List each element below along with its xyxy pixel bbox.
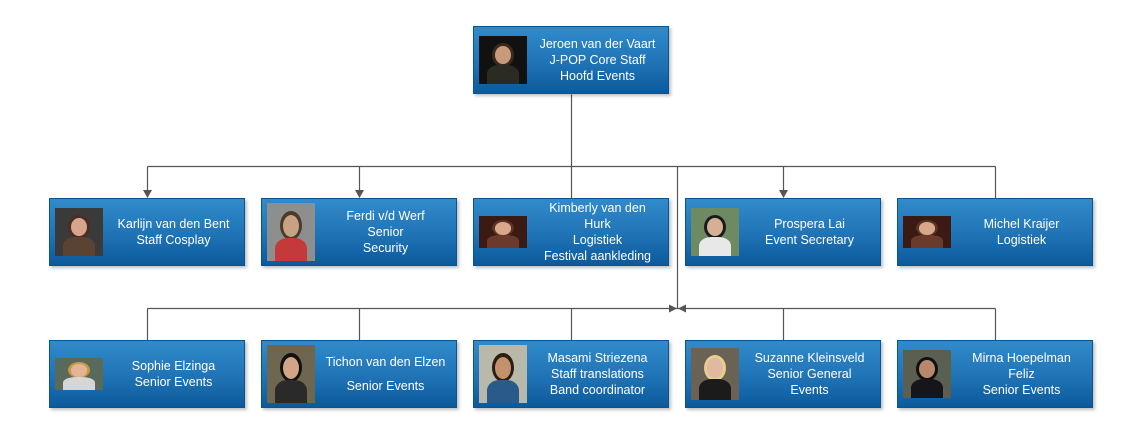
person-role-line: Senior Events (982, 383, 1061, 397)
person-role-line: Senior Events (346, 379, 425, 393)
person-role-line: Hurk (584, 217, 611, 231)
person-role-line: Staff translations (551, 367, 644, 381)
person-role-line: J-POP Core Staff (549, 53, 646, 67)
person-role-line: Security (362, 241, 409, 255)
person-role-line: Senior (367, 225, 404, 239)
person-name: Karlijn van den Bent (117, 217, 230, 231)
person-name: Sophie Elzinga (131, 359, 216, 373)
person-name: Prospera Lai (774, 217, 845, 231)
profile-photo (479, 36, 527, 84)
profile-photo (691, 348, 739, 400)
person-name: Mirna Hoepelman (972, 351, 1071, 365)
person-role-line: Feliz (1008, 367, 1035, 381)
arrow-head-icon (779, 190, 788, 198)
person-role-line: Staff Cosplay (136, 233, 211, 247)
person-name: Suzanne Kleinsveld (754, 351, 865, 365)
person-name: Ferdi v/d Werf (346, 209, 425, 223)
person-role-line: Senior General (767, 367, 852, 381)
profile-photo (691, 208, 739, 256)
person-name: Michel Kraijer (983, 217, 1060, 231)
person-role-line: Hoofd Events (559, 69, 636, 83)
profile-photo (267, 345, 315, 403)
person-name: Jeroen van der Vaart (539, 37, 656, 51)
person-role-line: Event Secretary (765, 233, 854, 247)
profile-photo (479, 345, 527, 403)
arrow-head-icon (669, 304, 677, 313)
person-role-line: Band coordinator (549, 383, 646, 397)
person-role-line: Logistiek (572, 233, 623, 247)
profile-photo (903, 350, 951, 398)
profile-photo (267, 203, 315, 261)
person-role-line: Senior Events (134, 375, 213, 389)
person-role-line: Festival aankleding (543, 249, 651, 263)
person-role-line (319, 370, 452, 378)
arrow-head-icon (143, 190, 152, 198)
arrow-head-icon (678, 304, 686, 313)
arrow-head-icon (355, 190, 364, 198)
person-name: Kimberly van den (549, 201, 646, 215)
profile-photo (479, 216, 527, 248)
profile-photo (55, 358, 103, 390)
person-role-line: Logistiek (996, 233, 1047, 247)
profile-photo (55, 208, 103, 256)
person-name: Tichon van den Elzen (325, 355, 446, 369)
profile-photo (903, 216, 951, 248)
person-role-line: Events (790, 383, 829, 397)
person-name: Masami Striezena (547, 351, 648, 365)
